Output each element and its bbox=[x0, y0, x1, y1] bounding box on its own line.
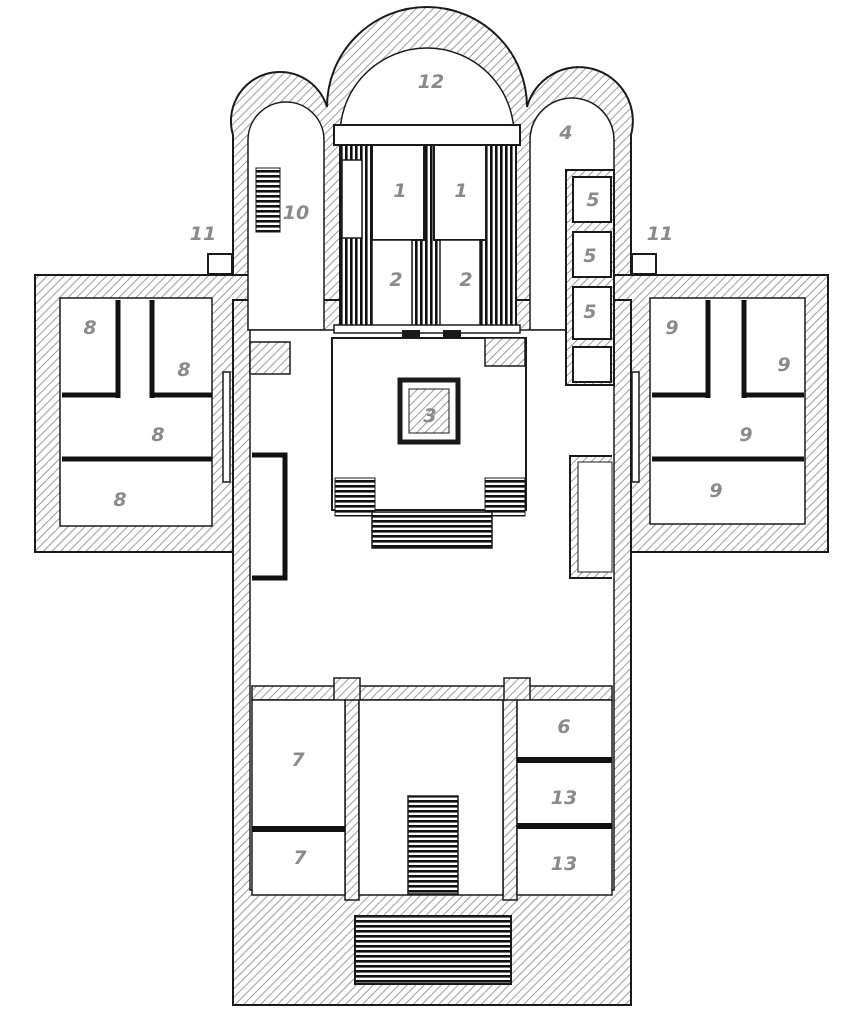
front-section bbox=[251, 677, 613, 985]
label-right-wing-room-2: 9 bbox=[777, 354, 790, 376]
label-right-wing-room-1: 9 bbox=[665, 317, 678, 339]
label-entrance-right: 11 bbox=[647, 223, 673, 245]
label-apse-center: 12 bbox=[418, 71, 444, 93]
piers bbox=[249, 337, 526, 375]
sanctuary bbox=[333, 124, 521, 340]
label-front-right-room-1: 6 bbox=[557, 716, 570, 738]
label-apse-left: 10 bbox=[283, 202, 309, 224]
label-unit-left-top: 1 bbox=[393, 180, 406, 202]
label-front-right-room-2: 13 bbox=[551, 787, 577, 809]
side-rooms bbox=[565, 169, 615, 386]
left-wing-window bbox=[222, 371, 231, 483]
label-left-wing-room-1: 8 bbox=[83, 317, 96, 339]
label-entrance-left: 11 bbox=[190, 223, 216, 245]
label-unit-right-top: 1 bbox=[454, 180, 467, 202]
label-left-wing-room-2: 8 bbox=[177, 359, 190, 381]
room-labels: 12 10 4 1 1 2 2 3 5 5 5 11 11 8 8 8 8 9 … bbox=[83, 71, 790, 875]
label-right-wing-room-3: 9 bbox=[739, 424, 752, 446]
label-unit-left-bottom: 2 bbox=[389, 269, 402, 291]
label-unit-right-bottom: 2 bbox=[459, 269, 472, 291]
label-front-right-room-3: 13 bbox=[551, 853, 577, 875]
left-side-wall bbox=[252, 452, 288, 581]
central-area bbox=[331, 337, 527, 549]
right-wing-window bbox=[631, 371, 640, 483]
label-right-wing-room-4: 9 bbox=[709, 480, 722, 502]
left-wing-walls bbox=[62, 300, 212, 462]
label-apse-right: 4 bbox=[558, 122, 572, 144]
right-wing-walls bbox=[652, 300, 804, 462]
label-side-room-c: 5 bbox=[583, 301, 596, 323]
label-front-left-room-2: 7 bbox=[293, 847, 307, 869]
label-side-room-b: 5 bbox=[583, 245, 596, 267]
label-center-block: 3 bbox=[423, 405, 436, 427]
left-apse-stairs bbox=[255, 167, 281, 233]
label-side-room-a: 5 bbox=[586, 189, 599, 211]
label-front-left-room-1: 7 bbox=[291, 749, 305, 771]
label-left-wing-room-3: 8 bbox=[151, 424, 164, 446]
entrance-posts bbox=[207, 253, 657, 275]
label-left-wing-room-4: 8 bbox=[113, 489, 126, 511]
